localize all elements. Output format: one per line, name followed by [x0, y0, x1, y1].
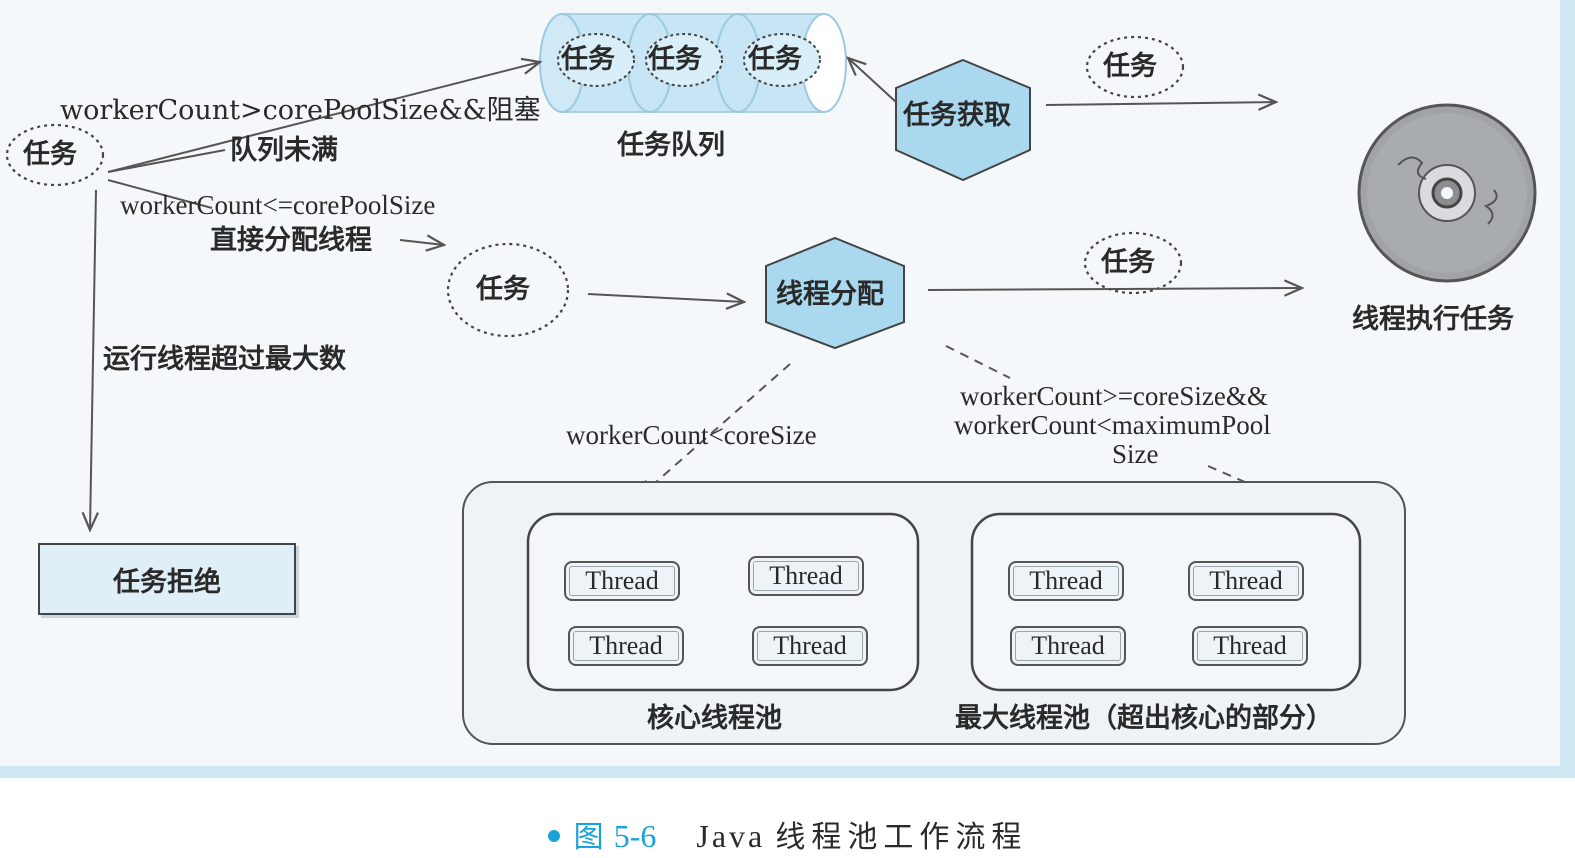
arrow-task-to-assign: [587, 294, 744, 302]
executor-label: 线程执行任务: [1352, 304, 1514, 335]
incoming-task-label: 任务: [23, 139, 77, 170]
panel-edge-right: [1560, 0, 1575, 778]
flow-task-mid-label: 任务: [1101, 247, 1155, 278]
task-fetch-hexagon: [895, 58, 1031, 182]
max-thread-4: Thread: [1192, 626, 1308, 666]
incoming-task-bubble: [5, 123, 105, 187]
arrow-assign-to-executor: [927, 288, 1302, 290]
disc-icon: [1357, 103, 1537, 283]
task-reject-box: 任务拒绝: [38, 543, 296, 615]
core-thread-3: Thread: [568, 626, 684, 666]
arrow-to-reject: [90, 189, 96, 530]
caption-title-zh: 线程池工作流程: [775, 820, 1028, 855]
condition-direct-line2: 直接分配线程: [210, 225, 372, 256]
condition-max-line2: workerCount<maximumPool: [954, 410, 1271, 440]
arrow-fetch-to-queue: [848, 58, 897, 103]
thread-assign-label: 线程分配: [776, 279, 884, 310]
flow-task-bubble-mid: [1083, 231, 1183, 295]
condition-to-queue-line1: workerCount>corePoolSize&&阻塞: [60, 95, 541, 126]
dashed-arrow-max-a: [945, 345, 1011, 379]
condition-reject: 运行线程超过最大数: [103, 344, 346, 375]
panel-edge-bottom: [0, 766, 1575, 778]
arrow-direct-head: [399, 240, 444, 245]
core-pool-label: 核心线程池: [647, 703, 782, 734]
caption-title-en: Java: [696, 818, 766, 854]
arrow-direct: [107, 179, 213, 209]
condition-to-queue-line2: 队列未满: [230, 135, 338, 166]
arrow-to-queue: [107, 62, 540, 173]
thread-assign-hexagon: [765, 236, 905, 350]
queue-task-1: 任务: [561, 44, 615, 75]
caption-figure-word: 图: [573, 820, 604, 855]
task-fetch-label: 任务获取: [903, 100, 1011, 131]
caption-figure-number: 5-6: [613, 818, 657, 854]
queue-task-2: 任务: [648, 44, 702, 75]
task-queue-label: 任务队列: [617, 130, 725, 161]
queue-task-3: 任务: [748, 44, 802, 75]
condition-max-line1: workerCount>=coreSize&&: [960, 381, 1268, 411]
direct-task-bubble: [446, 242, 570, 338]
flow-task-bubble-top: [1085, 35, 1185, 99]
max-thread-1: Thread: [1008, 561, 1124, 601]
core-thread-1: Thread: [564, 561, 680, 601]
max-thread-2: Thread: [1188, 561, 1304, 601]
arrow-to-queue-guide: [107, 149, 226, 173]
direct-task-label: 任务: [476, 274, 530, 305]
flow-task-top-label: 任务: [1103, 51, 1157, 82]
condition-direct-line1: workerCount<=corePoolSize: [120, 190, 436, 220]
core-thread-2: Thread: [748, 556, 864, 596]
caption-bullet-icon: [547, 829, 560, 842]
condition-core: workerCount<coreSize: [566, 420, 817, 450]
figure-caption: 图 5-6 Java 线程池工作流程: [0, 812, 1575, 856]
max-thread-3: Thread: [1010, 626, 1126, 666]
task-reject-label: 任务拒绝: [113, 566, 221, 598]
dashed-arrow-core: [638, 363, 791, 498]
core-thread-4: Thread: [752, 626, 868, 666]
condition-max-line3: Size: [1112, 439, 1159, 469]
max-pool-label: 最大线程池（超出核心的部分）: [955, 703, 1333, 734]
arrow-fetch-to-executor: [1045, 102, 1276, 105]
